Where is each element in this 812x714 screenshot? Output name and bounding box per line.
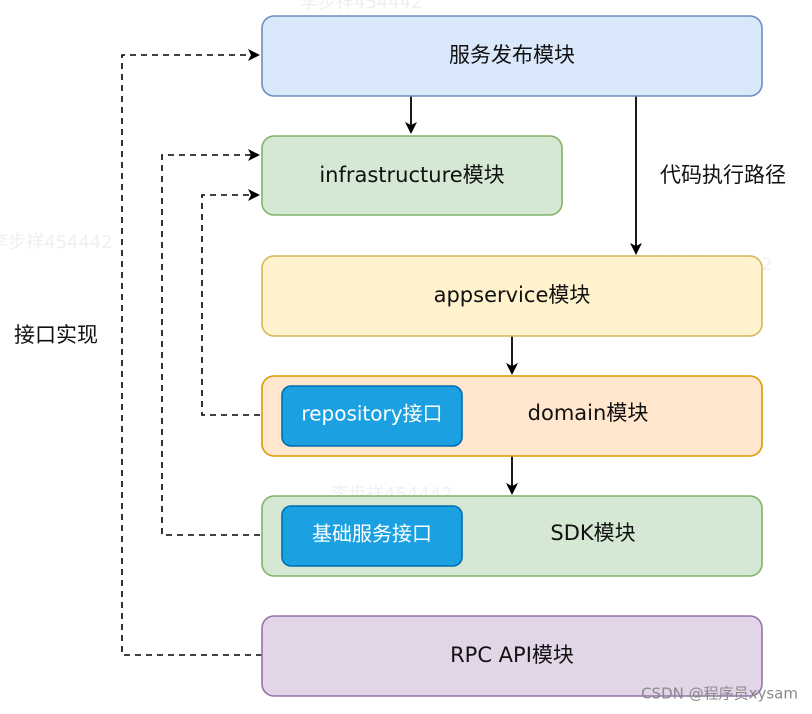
module-infrastructure-label: infrastructure模块 [319,163,504,187]
watermark-text: 李步祥454442 [0,232,113,253]
rpc-to-publish-connector [121,49,262,656]
inner-base-service[interactable]: 基础服务接口 [281,505,463,567]
solid-arrows [405,96,642,495]
module-sdk-label: SDK模块 [550,521,635,545]
exec-path-label: 代码执行路径 [660,163,786,187]
dashed-connectors [121,49,282,656]
base-service-interface-box[interactable] [281,505,463,567]
module-appservice-label: appservice模块 [434,283,591,307]
module-domain-label: domain模块 [528,401,649,425]
module-infrastructure[interactable]: infrastructure模块 [261,135,563,216]
module-infrastructure-box[interactable] [261,135,563,216]
footer-watermark: CSDN @程序员xysam [641,685,798,703]
module-rpc-box[interactable] [261,615,763,697]
repository-to-infrastructure-connector [201,189,282,416]
watermark-text: 李步祥454442 [300,0,423,13]
interface-impl-label: 接口实现 [14,323,98,347]
module-publish[interactable]: 服务发布模块 [261,15,763,97]
module-rpc[interactable]: RPC API模块 [261,615,763,697]
module-publish-label: 服务发布模块 [449,43,575,67]
repository-interface-box[interactable] [281,385,463,447]
module-appservice-box[interactable] [261,255,763,337]
base-service-interface-label: 基础服务接口 [312,522,432,546]
base-service-to-infrastructure-connector [161,149,282,536]
repository-interface-label: repository接口 [301,402,442,426]
module-publish-box[interactable] [261,15,763,97]
module-appservice[interactable]: appservice模块 [261,255,763,337]
module-rpc-label: RPC API模块 [450,643,574,667]
inner-repository[interactable]: repository接口 [281,385,463,447]
